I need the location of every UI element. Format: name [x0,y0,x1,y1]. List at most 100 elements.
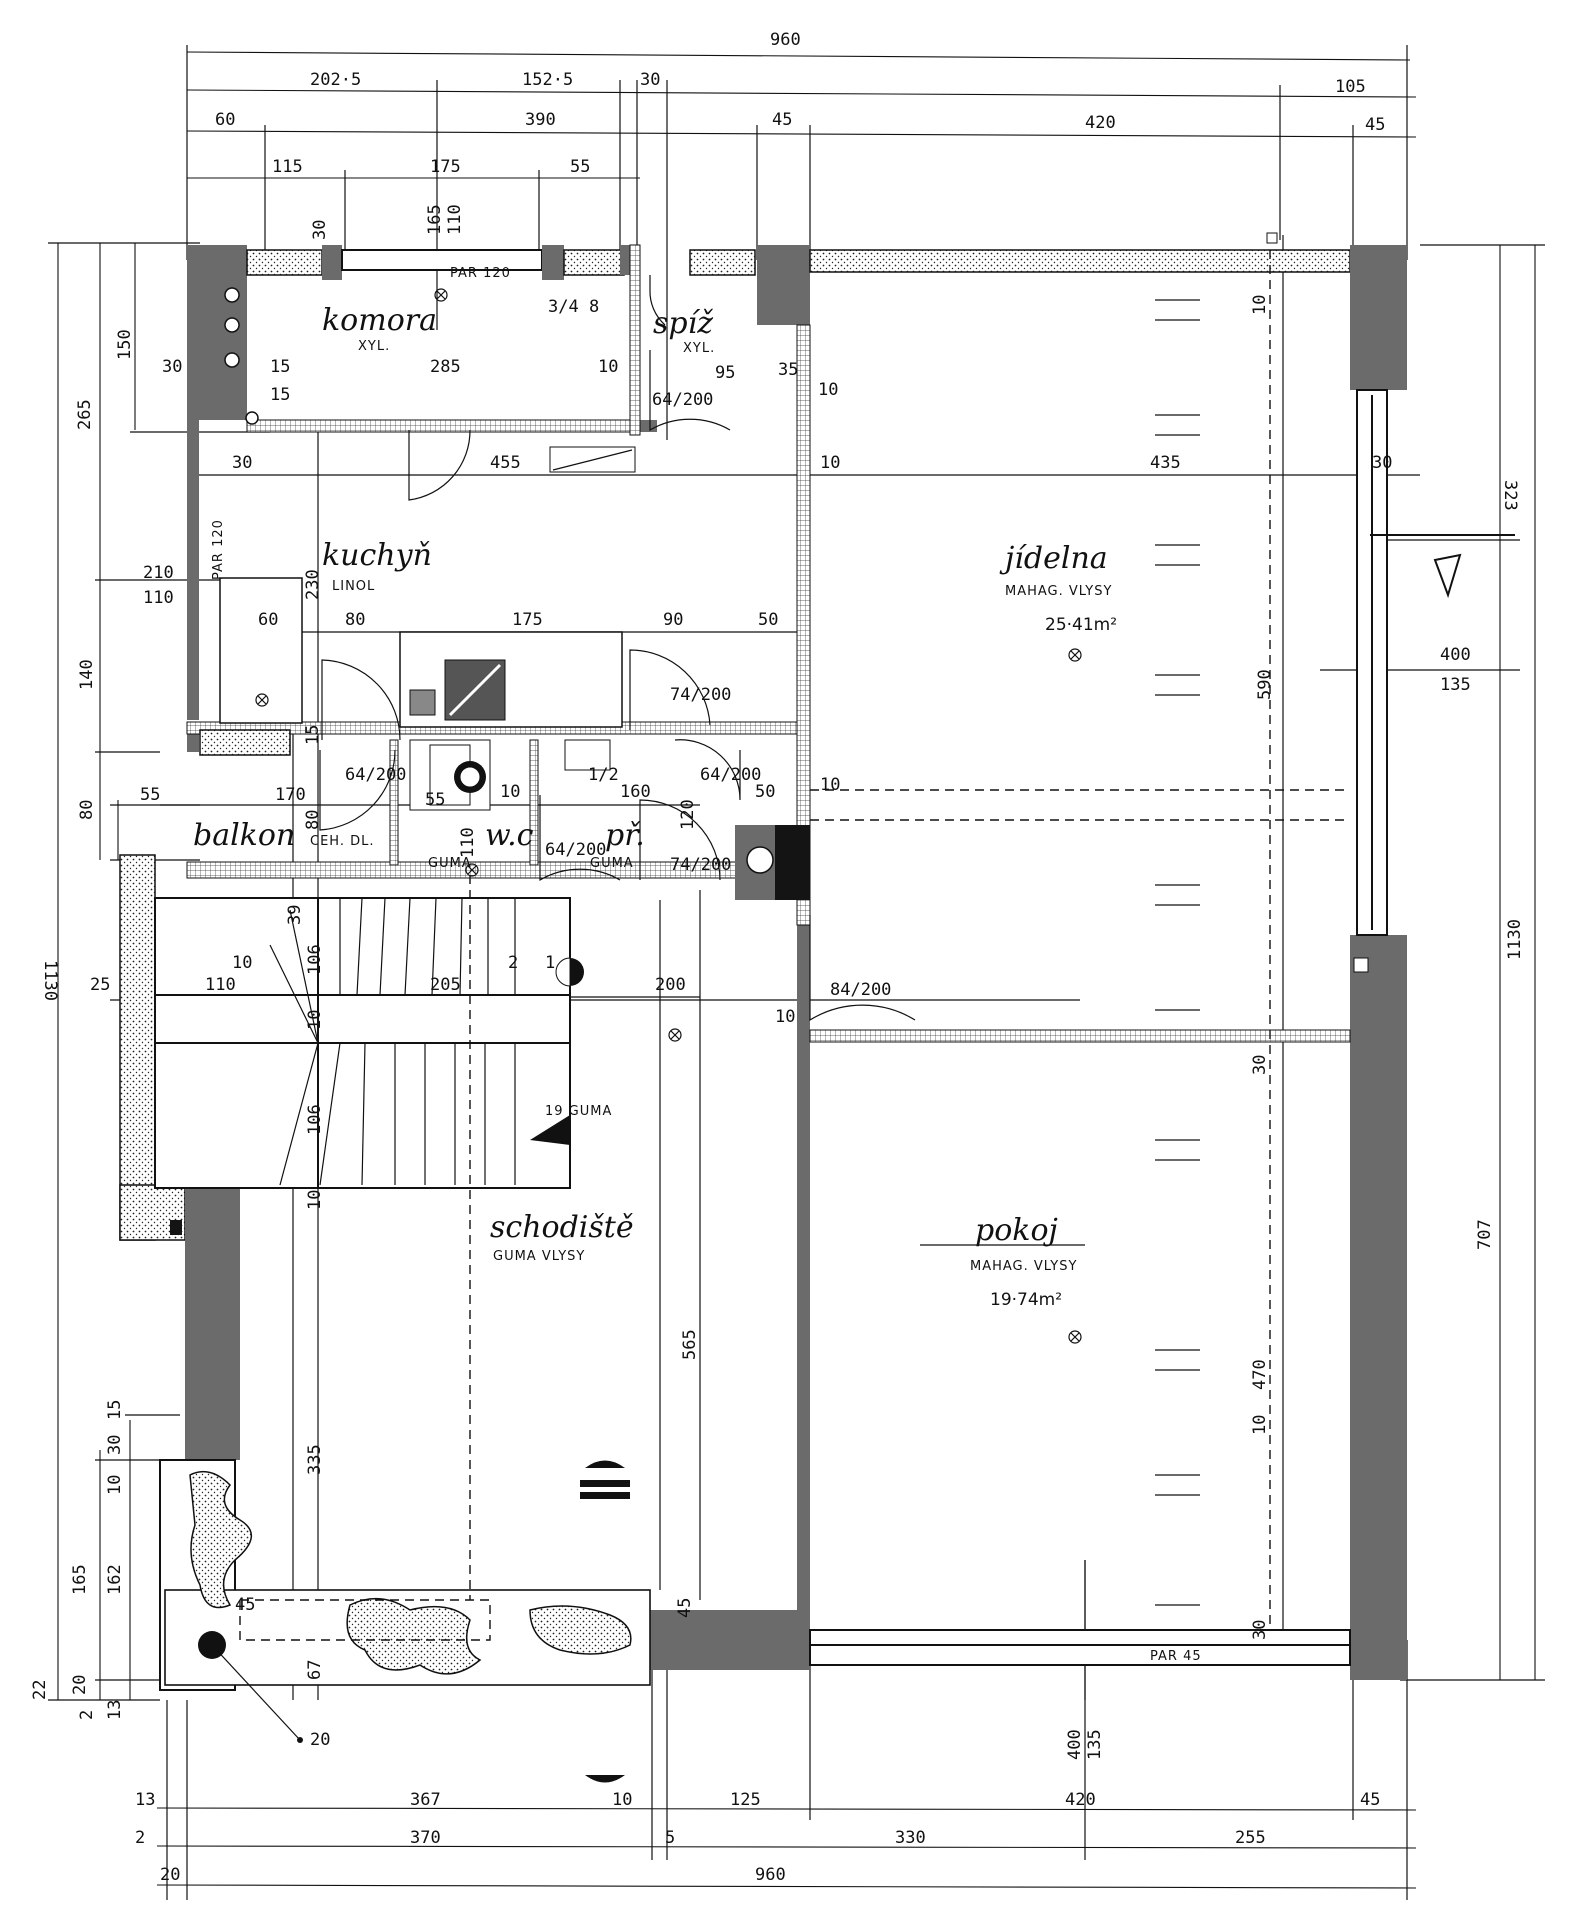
dimension-lines [48,45,1545,1900]
room-wc-name: w.c [485,818,534,853]
dim-bottom-row1-f: 45 [1360,1790,1380,1810]
dim-int-2: 2 [508,953,518,973]
dim-int-165: 165 [425,204,445,235]
room-jidelna-floor: MAHAG. VLYSY [1005,584,1112,599]
dim-top-row2-d: 420 [1085,113,1116,133]
dim-int-10b: 10 [818,380,838,400]
dim-left-165: 165 [70,1564,90,1595]
dim-int-1: 1 [545,953,555,973]
dim-int-30b: 30 [232,453,252,473]
dim-left-30: 30 [162,357,182,377]
dim-int-10i: 10 [305,1190,325,1210]
dim-bottom-row2-d: 330 [895,1828,926,1848]
dim-top-row2-b: 390 [525,110,556,130]
dim-int-590: 590 [1255,669,1275,700]
dim-left-55: 55 [140,785,160,805]
dim-int-15: 15 [303,725,323,745]
dim-top-row3-c: 55 [570,157,590,177]
door-label-pokoj: 84/200 [830,980,891,1000]
dim-left-162: 162 [105,1564,125,1595]
dim-left-13: 13 [105,1700,125,1720]
dim-right-707: 707 [1475,1219,1495,1250]
dim-int-30f: 30 [1250,1055,1270,1075]
dim-int-10a: 10 [598,357,618,377]
room-pr-floor: GUMA [590,856,634,871]
dim-int-200: 200 [655,975,686,995]
dim-left-20: 20 [70,1675,90,1695]
dim-bottom-row1-a: 13 [135,1790,155,1810]
dim-int-135: 135 [1085,1729,1105,1760]
room-spiz-name: spíž [653,306,713,341]
dim-right-total: 1130 [1505,919,1525,960]
room-jidelna-area: 25·41m² [1045,615,1117,635]
doors [319,275,916,1022]
dim-right-400: 400 [1440,645,1471,665]
staircase [154,897,584,1189]
dim-bottom-row2-e: 255 [1235,1828,1266,1848]
dim-left-140: 140 [77,659,97,690]
dim-int-50b: 50 [755,782,775,802]
dim-int-230: 230 [303,569,323,600]
dim-int-160: 160 [620,782,651,802]
room-kuchyn-floor: LINOL [332,579,375,594]
dim-int-335: 335 [305,1444,325,1475]
dim-int-110: 110 [445,204,465,235]
dim-int-90: 90 [663,610,683,630]
door-label-spiz: 64/200 [652,390,713,410]
dim-int-285: 285 [430,357,461,377]
dim-left-80: 80 [77,800,97,820]
dim-int-30c: 30 [1372,453,1392,473]
dim-left-15c: 15 [105,1400,125,1420]
dim-top-row1-a: 202·5 [310,70,361,90]
dim-int-400: 400 [1065,1729,1085,1760]
walls [119,244,1407,1691]
dim-int-55b: 55 [425,790,445,810]
dim-top-row2-c: 45 [772,110,792,130]
dim-bottom-left: 20 [160,1865,180,1885]
dim-bottom-row1-e: 420 [1065,1790,1096,1810]
dim-int-106a: 106 [305,944,325,975]
door-label-pr: 74/200 [670,855,731,875]
dim-int-348: 3/4 8 [548,297,599,317]
dim-left-2: 2 [77,1710,97,1720]
parapet-side-label: PAR 120 [211,519,226,580]
dim-bottom-row2-b: 370 [410,1828,441,1848]
dim-left-10: 10 [105,1475,125,1495]
door-label-wc: 64/200 [545,840,606,860]
dim-left-22: 22 [30,1680,50,1700]
dim-left-15b: 15 [270,385,290,405]
room-jidelna-name: jídelna [999,541,1108,576]
dim-left-265: 265 [75,399,95,430]
dim-int-170: 170 [275,785,306,805]
kitchen-fixtures [199,446,636,811]
window-mark-20: 20 [310,1730,330,1750]
dim-int-95: 95 [715,363,735,383]
dim-int-106b: 106 [305,1104,325,1135]
dim-int-30d: 30 [1250,1620,1270,1640]
dim-int-110b: 110 [458,827,478,858]
dim-left-110: 110 [143,588,174,608]
dim-int-45b: 45 [675,1598,695,1618]
dim-left-150: 150 [115,329,135,360]
dim-left-25: 25 [90,975,110,995]
room-wc-floor: GUMA [428,856,472,871]
room-balkon-name: balkon [193,818,295,853]
dim-int-175: 175 [512,610,543,630]
room-kuchyn-name: kuchyň [322,538,432,573]
dim-int-10h: 10 [305,1010,325,1030]
fixture-symbols [198,232,1515,1783]
dim-right-323: 323 [1500,480,1520,511]
dim-top-row3-a: 115 [272,157,303,177]
dim-bottom-row2-a: 2 [135,1828,145,1848]
dim-int-110c: 110 [205,975,236,995]
dim-int-60: 60 [258,610,278,630]
dim-int-30e: 10 [1250,295,1270,315]
dim-left-total: 1130 [40,960,60,1001]
dim-top-row1-d: 105 [1335,77,1366,97]
dim-int-470: 470 [1250,1359,1270,1390]
dim-top-total: 960 [770,30,801,50]
room-balkon-floor: CEH. DL. [310,834,375,849]
dim-top-row2-a: 60 [215,110,235,130]
